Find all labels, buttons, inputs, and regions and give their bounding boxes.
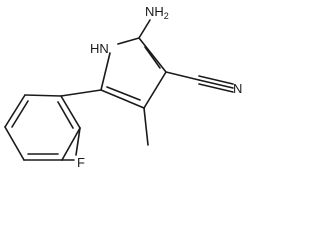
bond-c3-cn [165, 71, 200, 81]
bond-ph2-ph3 [4, 94, 26, 128]
bond-cn-triple-2 [198, 75, 234, 85]
amine-label: NH2 [145, 4, 169, 21]
bond-ph6-ph1 [60, 95, 81, 129]
bond-c2-c3 [138, 37, 167, 73]
bond-ph3-ph4 [4, 126, 25, 161]
bond-c4-methyl [143, 107, 149, 146]
bond-ph6-fluorine [75, 127, 81, 156]
amine-label-main: NH [145, 4, 164, 19]
bond-c2-nh2 [138, 19, 151, 39]
nitrile-n-label: N [233, 81, 242, 96]
bond-cn-triple-3 [198, 83, 234, 93]
bond-ph5-ph6 [61, 127, 81, 161]
bond-c4-c5 [100, 89, 145, 109]
molecule-structure: HN NH2 N F [4, 4, 242, 170]
bond-c5-phenyl [60, 89, 102, 97]
bond-n1-c2 [117, 37, 140, 45]
bond-ph-inner-1 [11, 100, 29, 128]
bond-c3-c4 [143, 71, 167, 109]
bond-ph1-ph2 [24, 94, 62, 97]
molecule-canvas: HN NH2 N F [4, 4, 242, 170]
bond-c2-c3-double [144, 46, 161, 69]
fluorine-label: F [77, 155, 85, 170]
bond-cn-triple-1 [198, 79, 234, 89]
bond-ph-inner-3 [57, 101, 74, 129]
bond-c5-n1 [100, 52, 111, 91]
nh-label: HN [90, 41, 109, 56]
amine-label-subscript: 2 [164, 11, 169, 21]
bond-c4-c5-double [106, 86, 141, 101]
